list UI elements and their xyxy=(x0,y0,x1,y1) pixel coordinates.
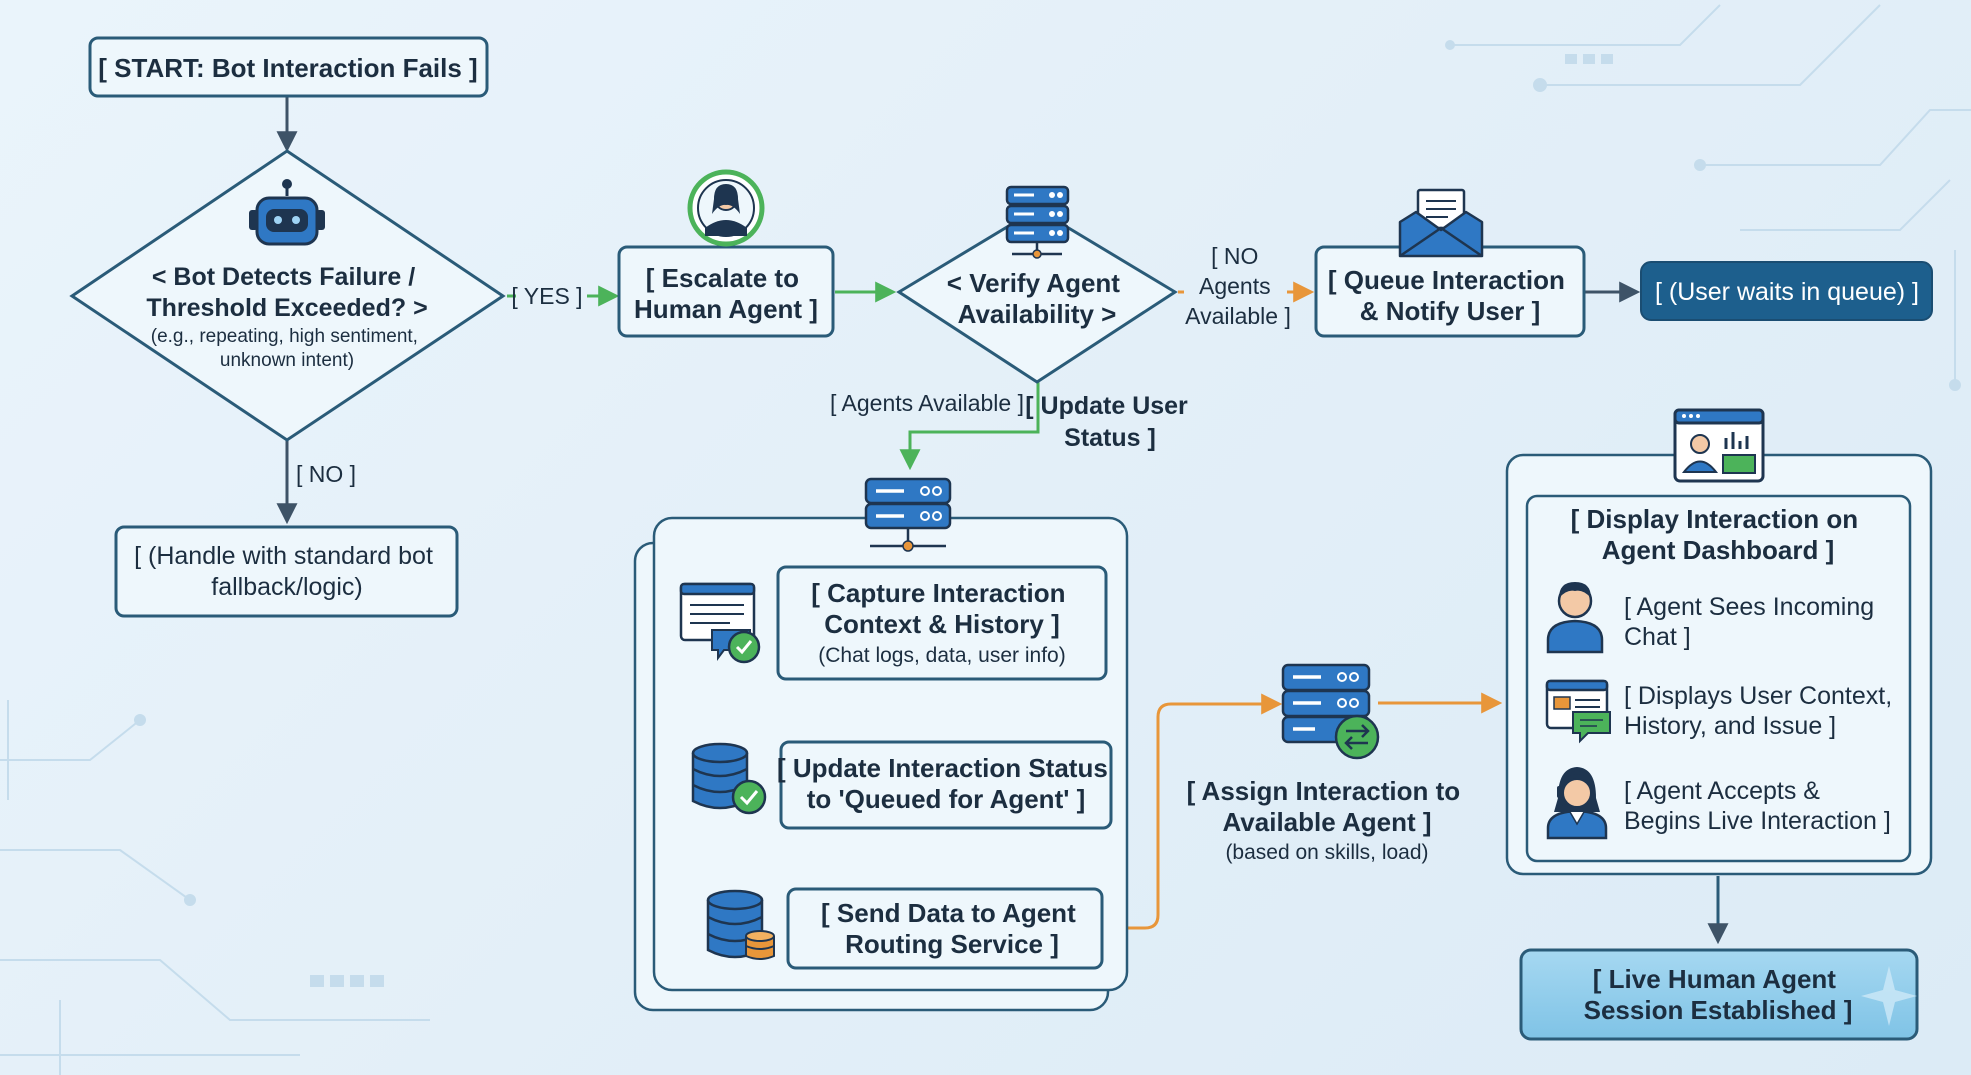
envelope-icon xyxy=(1398,188,1484,258)
document-check-icon xyxy=(679,582,761,664)
decision-verify-agent-line: Availability > xyxy=(958,299,1117,329)
database-check-icon xyxy=(691,742,767,815)
live-session-label: [ Live Human Agent Session Established ] xyxy=(1584,964,1853,1025)
displays-context-label: [ Displays User Context, History, and Is… xyxy=(1624,682,1899,740)
edge-label-no-agents: [ NO Agents Available ] xyxy=(1185,243,1291,329)
capture-label: [ Capture Interaction Context & History … xyxy=(811,578,1072,639)
edge-label-no: [ NO ] xyxy=(296,461,356,487)
agent-avatar-icon xyxy=(687,169,765,247)
update-status-label: [ Update Interaction Status to 'Queued f… xyxy=(777,753,1115,814)
assign-line: [ Assign Interaction to xyxy=(1187,776,1461,806)
displays-context-line: [ Displays User Context, xyxy=(1624,682,1892,710)
displays-context-line: History, and Issue ] xyxy=(1624,712,1836,740)
dashboard-icon xyxy=(1673,408,1765,483)
person-icon xyxy=(1546,582,1604,654)
server-transfer-icon xyxy=(1281,663,1380,760)
display-line: Agent Dashboard ] xyxy=(1602,535,1835,565)
edge-labels: [ YES ] [ NO ] [ NO Agents Available ] [… xyxy=(296,243,1291,487)
decision-bot-failure-line: < Bot Detects Failure / xyxy=(152,263,415,291)
fallback-line: fallback/logic) xyxy=(211,573,362,601)
queue-node: [ Queue Interaction & Notify User ] xyxy=(1314,188,1586,338)
update-status-line: [ Update Interaction Status xyxy=(777,753,1108,783)
update-status-line: to 'Queued for Agent' ] xyxy=(807,784,1086,814)
capture-line: [ Capture Interaction xyxy=(811,578,1065,608)
dashboard-group: [ Display Interaction on Agent Dashboard… xyxy=(1505,408,1933,876)
assign-line: Available Agent ] xyxy=(1222,807,1431,837)
queue-line: [ Queue Interaction xyxy=(1328,265,1565,295)
display-label: [ Display Interaction on Agent Dashboard… xyxy=(1571,504,1866,565)
fallback-node: [ (Handle with standard bot fallback/log… xyxy=(114,525,459,618)
sees-chat-line: Chat ] xyxy=(1624,623,1691,651)
fallback-line: [ (Handle with standard bot xyxy=(134,542,433,570)
edge-label-update-user-status: [ Update User Status ] xyxy=(1025,392,1195,452)
live-session-node: [ Live Human Agent Session Established ] xyxy=(1519,948,1919,1041)
edge-label-no-agents-line: [ NO xyxy=(1211,243,1258,269)
send-data-line: Routing Service ] xyxy=(845,929,1059,959)
sees-chat-line: [ Agent Sees Incoming xyxy=(1624,593,1874,621)
decision-verify-agent-label: < Verify Agent Availability > xyxy=(947,268,1127,329)
capture-node: [ Capture Interaction Context & History … xyxy=(679,565,1108,681)
assign-sub: (based on skills, load) xyxy=(1225,841,1428,864)
send-data-node: [ Send Data to Agent Routing Service ] xyxy=(706,887,1104,970)
decision-bot-failure: < Bot Detects Failure / Threshold Exceed… xyxy=(69,149,506,442)
headset-agent-icon xyxy=(1546,767,1608,840)
capture-sub: (Chat logs, data, user info) xyxy=(818,644,1065,667)
chat-window-icon xyxy=(1545,679,1611,744)
escalate-label: [ Escalate to Human Agent ] xyxy=(634,263,818,324)
update-status-node: [ Update Interaction Status to 'Queued f… xyxy=(691,740,1115,830)
escalate-line: [ Escalate to xyxy=(646,263,799,293)
live-session-line: Session Established ] xyxy=(1584,995,1853,1025)
start-label: [ START: Bot Interaction Fails ] xyxy=(98,53,477,83)
waits-label: [ (User waits in queue) ] xyxy=(1655,278,1919,306)
edge-label-no-agents-line: Available ] xyxy=(1185,303,1291,329)
escalate-node: [ Escalate to Human Agent ] xyxy=(617,169,835,338)
decision-bot-failure-sub-line: unknown intent) xyxy=(220,350,354,371)
send-data-label: [ Send Data to Agent Routing Service ] xyxy=(821,898,1083,959)
queue-label: [ Queue Interaction & Notify User ] xyxy=(1328,265,1572,326)
live-session-line: [ Live Human Agent xyxy=(1593,964,1837,994)
decision-bot-failure-line: Threshold Exceeded? > xyxy=(146,294,427,322)
decision-bot-failure-sub: (e.g., repeating, high sentiment, unknow… xyxy=(151,326,424,371)
edge-label-update-user-status-line: Status ] xyxy=(1064,424,1156,452)
start-node: [ START: Bot Interaction Fails ] xyxy=(88,36,489,98)
decision-bot-failure-label: < Bot Detects Failure / Threshold Exceed… xyxy=(146,263,427,322)
server-icon xyxy=(864,477,952,552)
queue-line: & Notify User ] xyxy=(1360,296,1541,326)
edge-label-agents-available: [ Agents Available ] xyxy=(830,390,1024,416)
waits-node: [ (User waits in queue) ] xyxy=(1640,261,1933,321)
decision-verify-agent-line: < Verify Agent xyxy=(947,268,1120,298)
database-coins-icon xyxy=(706,889,775,960)
edge-label-update-user-status-line: [ Update User xyxy=(1025,392,1188,420)
robot-icon xyxy=(249,179,325,246)
fallback-label: [ (Handle with standard bot fallback/log… xyxy=(134,542,440,601)
circuit-decoration xyxy=(0,4,1971,1075)
assign-label: [ Assign Interaction to Available Agent … xyxy=(1187,776,1468,837)
edge-label-no-agents-line: Agents xyxy=(1199,273,1271,299)
decision-bot-failure-sub-line: (e.g., repeating, high sentiment, xyxy=(151,326,418,347)
escalate-line: Human Agent ] xyxy=(634,294,818,324)
assign-node: [ Assign Interaction to Available Agent … xyxy=(1187,663,1468,864)
capture-line: Context & History ] xyxy=(824,609,1059,639)
accepts-line: Begins Live Interaction ] xyxy=(1624,807,1891,835)
decision-verify-agent: < Verify Agent Availability > xyxy=(896,185,1178,384)
send-data-line: [ Send Data to Agent xyxy=(821,898,1076,928)
display-line: [ Display Interaction on xyxy=(1571,504,1859,534)
edge-label-yes: [ YES ] xyxy=(511,283,582,309)
accepts-line: [ Agent Accepts & xyxy=(1624,777,1820,805)
server-icon xyxy=(1005,185,1070,259)
sees-chat-label: [ Agent Sees Incoming Chat ] xyxy=(1624,593,1881,651)
accepts-label: [ Agent Accepts & Begins Live Interactio… xyxy=(1624,777,1891,835)
